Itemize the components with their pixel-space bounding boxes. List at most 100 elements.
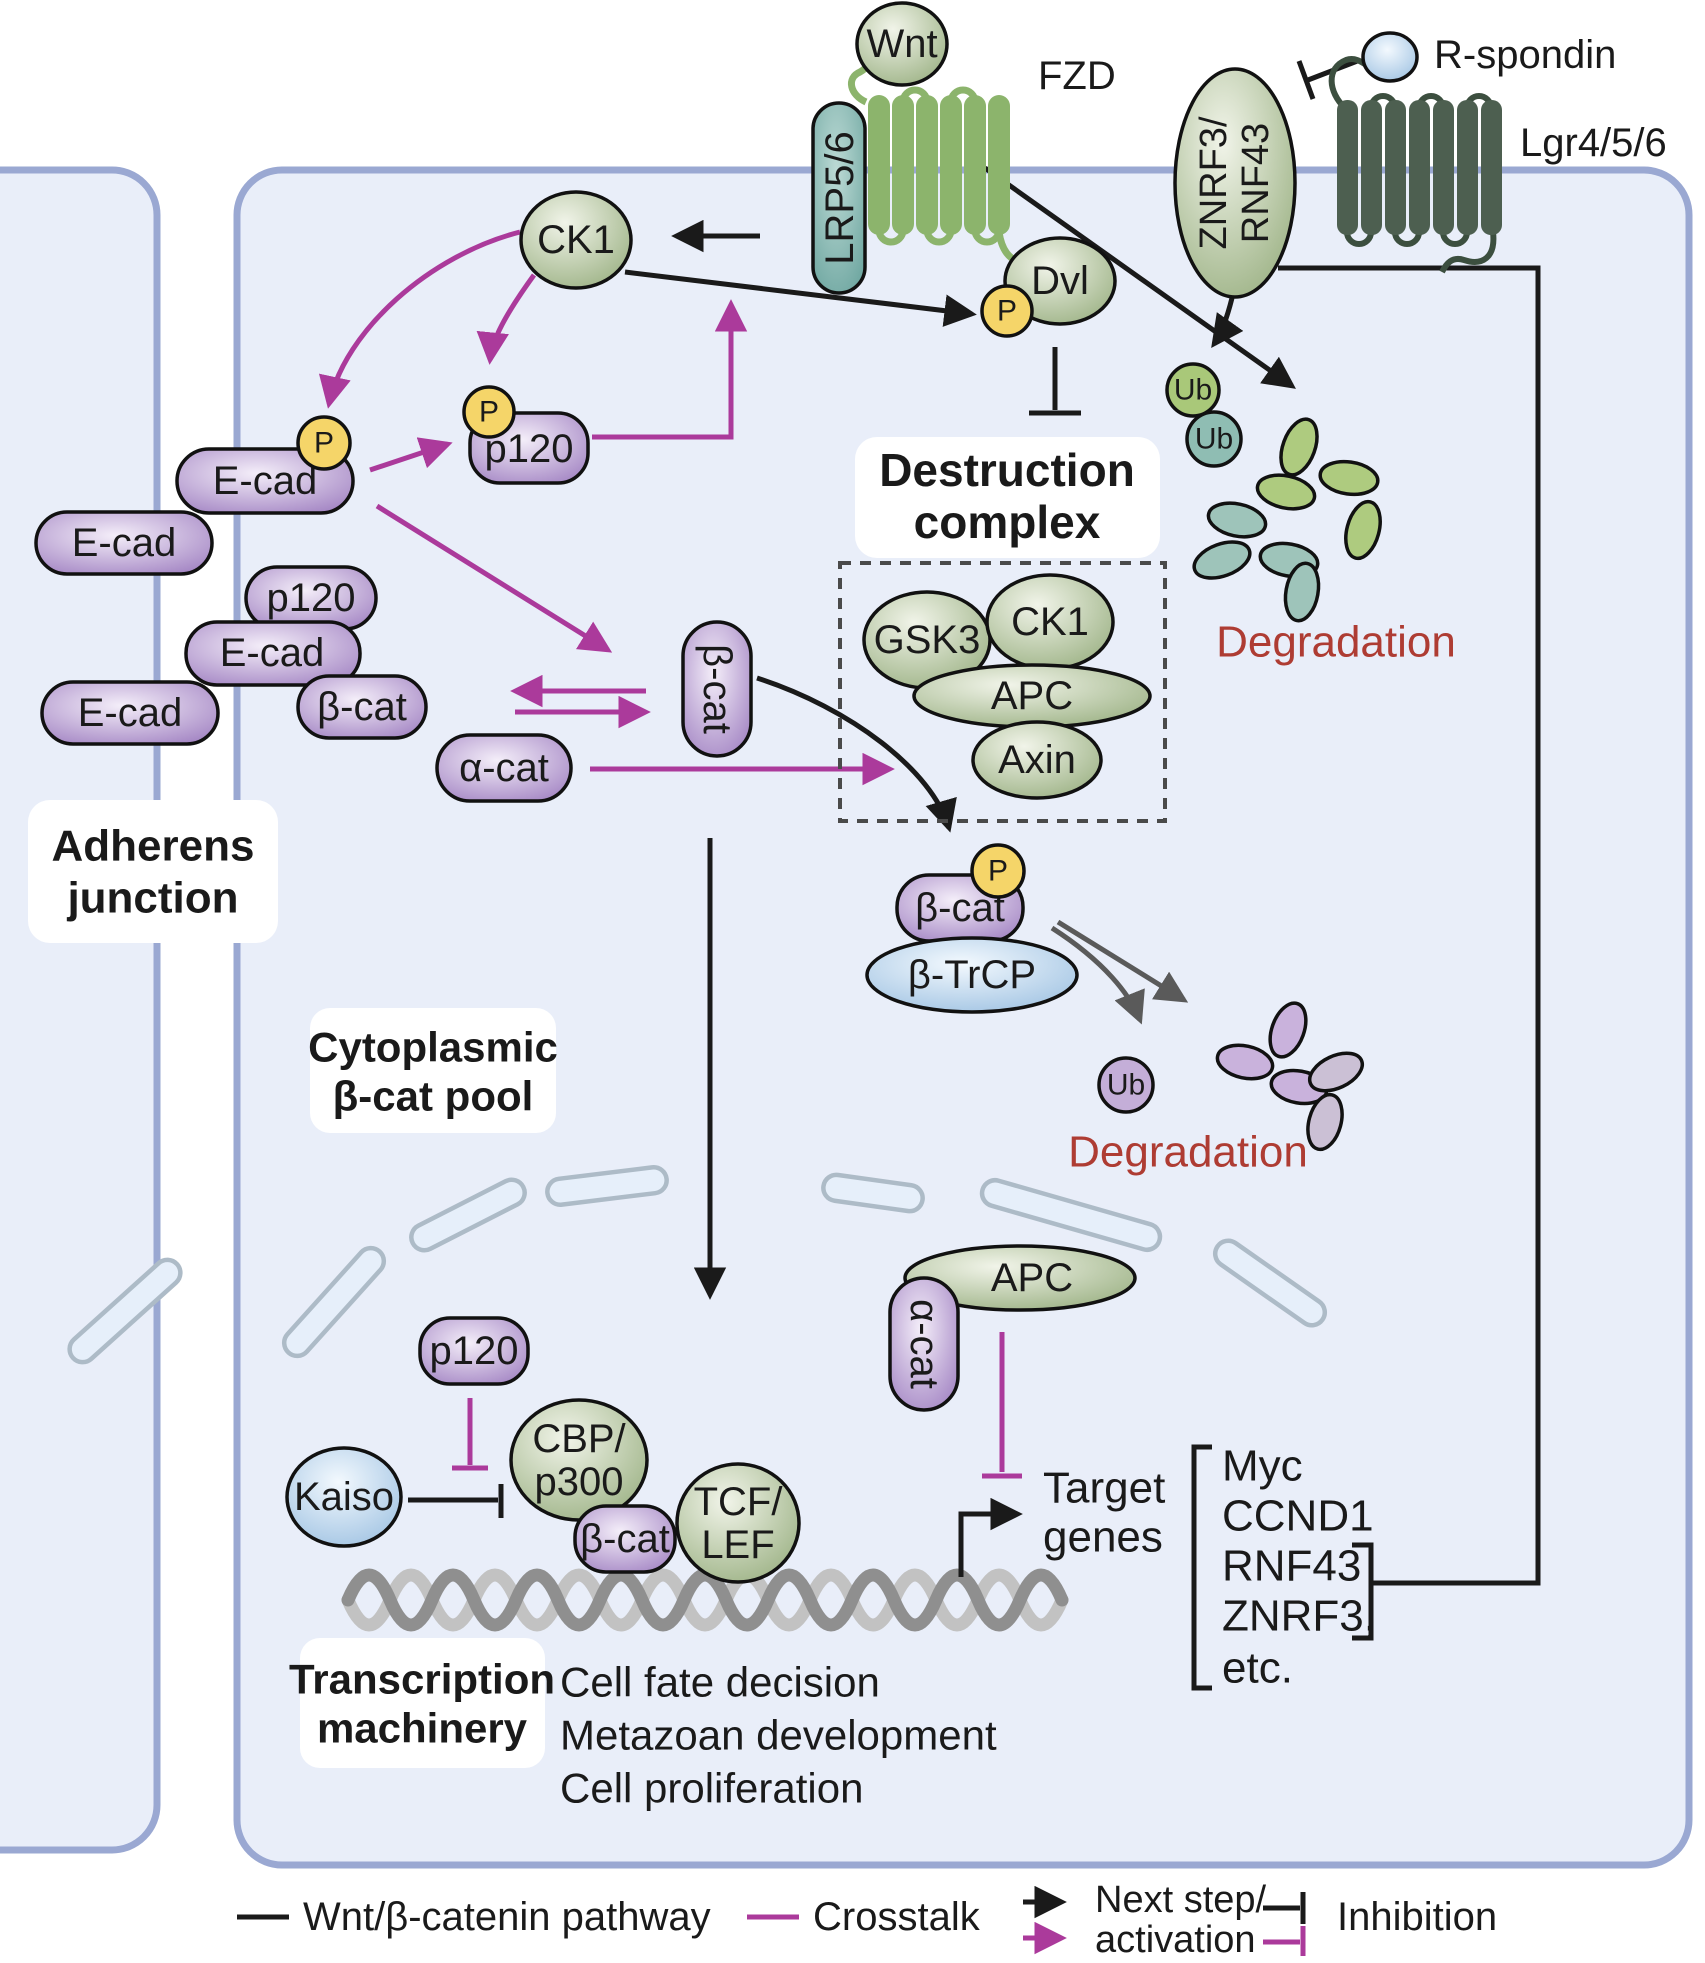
outcome-1: Cell fate decision	[560, 1659, 880, 1706]
pathway-outcomes: Cell fate decision Metazoan development …	[560, 1659, 997, 1812]
phospho-bcat-complex: β-cat P β-TrCP	[865, 843, 1079, 1014]
ck1-label: CK1	[537, 218, 615, 262]
destruction-complex-box	[838, 561, 1167, 823]
p120-aj-label: p120	[267, 576, 356, 620]
ecad-label-2: E-cad	[72, 521, 177, 565]
wnt-ligand: Wnt	[855, 1, 949, 87]
inhibition-dvl-to-destruction	[1029, 347, 1081, 416]
bcat-cyt-label: β-cat	[695, 644, 739, 734]
arrow-to-fragments	[1056, 919, 1189, 1003]
inhibition-apc-to-target-genes	[982, 1332, 1022, 1479]
arrow-transcription-start	[958, 1497, 1023, 1577]
gene-rnf43: RNF43	[1222, 1542, 1361, 1591]
lrp56-receptor: LRP5/6	[811, 101, 867, 295]
neighbor-cell	[0, 166, 161, 1854]
legend-next-step-line1: Next step/	[1095, 1879, 1267, 1921]
btrcp-label: β-TrCP	[908, 953, 1036, 997]
membrane-degradation: Ub Ub Degradation	[1165, 362, 1456, 667]
degradation-bottom-label: Degradation	[1068, 1128, 1308, 1177]
ecad-label-3: E-cad	[220, 631, 325, 675]
p120-cytoplasm: p120 P	[462, 385, 590, 485]
destruction-complex: GSK3 CK1 APC Axin	[862, 573, 1152, 800]
gsk3-label: GSK3	[874, 618, 981, 662]
legend-inhibition-label: Inhibition	[1337, 1895, 1497, 1939]
tcf-label-line1: TCF/	[694, 1480, 784, 1524]
ub-green-label: Ub	[1174, 374, 1212, 407]
acat-nuc-label: α-cat	[902, 1299, 946, 1389]
gene-list-bracket	[1191, 1444, 1212, 1691]
apc-nuc-label: APC	[991, 1256, 1073, 1300]
destruction-complex-title: Destruction complex	[855, 437, 1160, 558]
gene-znrf3: ZNRF3,	[1222, 1592, 1376, 1641]
bcat-cytoplasm: β-cat	[681, 620, 753, 758]
ub-teal-label: Ub	[1195, 423, 1233, 456]
lgr456-label: Lgr4/5/6	[1520, 121, 1667, 165]
transcription-machinery-title: Transcription machinery	[289, 1638, 555, 1768]
pathway-arrows	[408, 57, 1361, 1577]
target-genes-line2: genes	[1043, 1513, 1163, 1562]
target-genes-line1: Target	[1043, 1464, 1165, 1513]
dna-helix	[341, 1568, 1069, 1632]
pool-title-line2: β-cat pool	[333, 1073, 534, 1120]
ecad-phospho-label: P	[314, 427, 334, 460]
ecad-p-label: E-cad	[213, 459, 318, 503]
ecad-label-4: E-cad	[78, 691, 183, 735]
bcat-fragments	[1215, 1001, 1365, 1152]
ecad-phospho	[296, 415, 352, 471]
axin-label: Axin	[998, 738, 1076, 782]
adherens-junction-title: Adherens junction	[28, 800, 278, 943]
legend-inhibition-black	[1263, 1892, 1306, 1924]
arrow-p120-up	[592, 299, 748, 440]
outcome-3: Cell proliferation	[560, 1765, 863, 1812]
destruction-title-line2: complex	[914, 496, 1101, 548]
ck1-dc-label: CK1	[1011, 600, 1089, 644]
arrow-ecad-to-p120	[369, 437, 453, 473]
lrp56-label: LRP5/6	[818, 131, 862, 264]
r-spondin-ligand: R-spondin	[1361, 31, 1616, 83]
cbp-label-line2: p300	[535, 1460, 624, 1504]
kaiso-label: Kaiso	[294, 1475, 394, 1519]
gene-ccnd1: CCND1	[1222, 1492, 1374, 1541]
degradation-top-label: Degradation	[1216, 618, 1456, 667]
inhibition-kaiso-to-cbp	[408, 1484, 504, 1518]
arrow-ck1-to-ecad-p	[318, 229, 521, 409]
bcat-phospho-label: P	[988, 855, 1008, 888]
dvl-protein: Dvl P	[980, 236, 1117, 338]
target-genes: Target genes Myc CCND1 RNF43 ZNRF3, etc.	[1043, 1442, 1376, 1693]
adherens-junction-complex: E-cad P E-cad p120 E-cad E-cad β-cat	[34, 415, 428, 746]
adherens-title-line2: junction	[66, 874, 238, 923]
p120-phospho-label: P	[479, 396, 499, 429]
gene-myc: Myc	[1222, 1442, 1303, 1491]
nucleus-complex: APC α-cat p120 Kaiso CBP/ p300 β-cat TCF…	[285, 1244, 1137, 1584]
ub-teal	[1185, 410, 1243, 468]
p120-nuc-label: p120	[430, 1329, 519, 1373]
arrow-fzd-to-degradation	[983, 165, 1296, 389]
bcat-nuc-label: β-cat	[580, 1517, 670, 1561]
ub-purple-label: Ub	[1107, 1069, 1145, 1102]
adherens-title-line1: Adherens	[52, 822, 255, 871]
apc-dc-label: APC	[991, 674, 1073, 718]
arrow-bcat-to-phospho	[756, 675, 957, 833]
proteasome-degradation: Ub Degradation	[1068, 1001, 1365, 1177]
r-spondin-label: R-spondin	[1434, 33, 1616, 77]
znrf3-label-line1: ZNRF3/	[1193, 116, 1235, 249]
bcat-aj-label: β-cat	[317, 685, 407, 729]
receptor-fragments	[1192, 417, 1382, 623]
acat-cyt-label: α-cat	[459, 746, 549, 790]
degradation-arrows	[1050, 919, 1189, 1025]
wnt-label: Wnt	[866, 22, 937, 66]
tcf-label-line2: LEF	[701, 1523, 774, 1567]
pool-title-line1: Cytoplasmic	[308, 1024, 558, 1071]
ck1-membrane: CK1	[519, 190, 633, 290]
dvl-label: Dvl	[1031, 259, 1089, 303]
machinery-title-line2: machinery	[317, 1705, 528, 1752]
legend-inhibition-magenta	[1263, 1926, 1306, 1956]
lgr456-receptor: Lgr4/5/6	[1328, 56, 1667, 274]
outcome-2: Metazoan development	[560, 1712, 997, 1759]
arrow-ck1-to-p120-p	[476, 273, 537, 365]
dvl-phospho-label: P	[997, 295, 1017, 328]
dvl-phospho	[980, 284, 1034, 338]
znrf3-label-line2: RNF43	[1235, 123, 1277, 243]
nuclear-envelope	[67, 1165, 1328, 1365]
arrow-ck1-to-dvl	[624, 269, 977, 327]
